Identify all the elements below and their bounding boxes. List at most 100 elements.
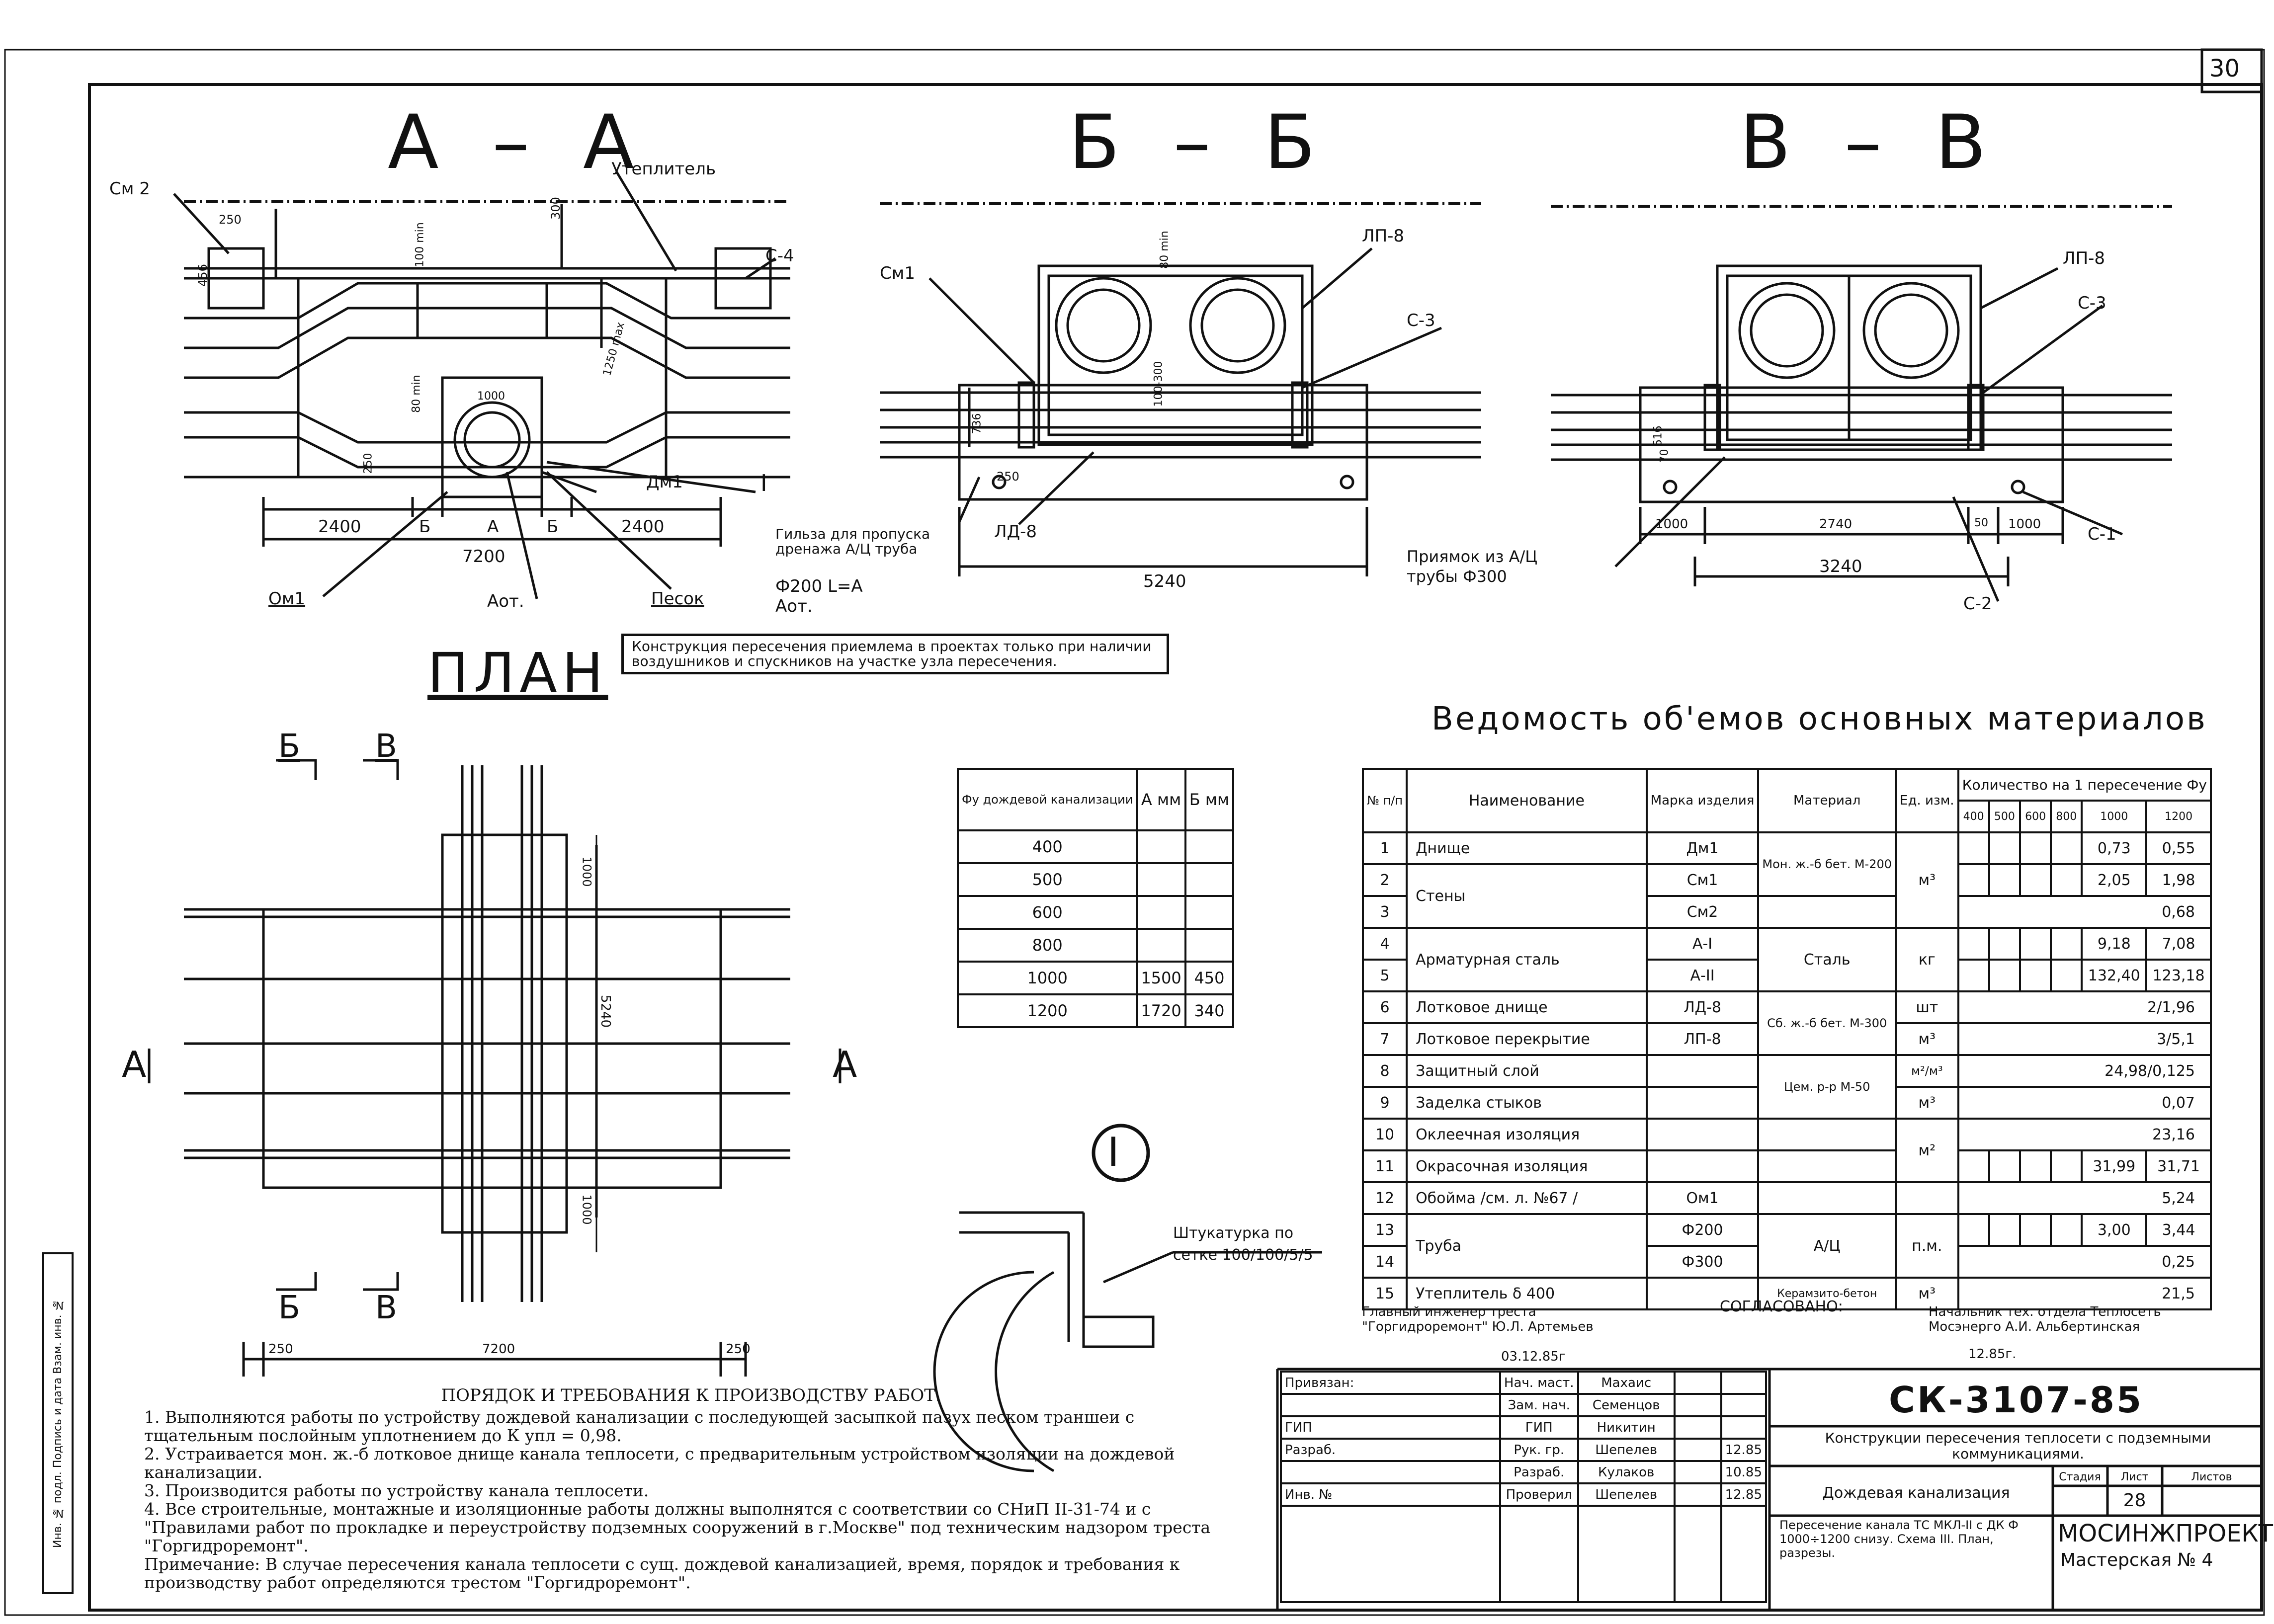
aa-dim-250-vert: 250	[362, 453, 375, 474]
vv-dim-1000b: 1000	[2008, 517, 2041, 532]
plan-cut-b-top: Б	[278, 728, 300, 765]
table-row: 800	[956, 928, 1235, 963]
table-row: 11 Окрасочная изоляция 31,99 31,71	[1361, 1149, 2212, 1183]
aa-c4-label: С-4	[765, 246, 794, 266]
table-row: 2 Стены См1 2,05 1,98	[1361, 863, 2212, 929]
sheet-description: Пересечение канала ТС МКЛ-II с ДК Ф 1000…	[1779, 1518, 2019, 1560]
table-row: 600	[956, 895, 1235, 930]
aa-dim-right: 2400	[621, 517, 665, 537]
table-row: 5 А-II 132,40 123,18	[1361, 959, 2212, 992]
plan-cut-v-top: В	[375, 728, 397, 765]
detail-i-geometry	[933, 1124, 1322, 1472]
section-aa-title: А – А	[388, 99, 649, 186]
aa-dim-250: 250	[219, 213, 242, 227]
section-aa-geometry	[173, 170, 790, 599]
plan-dim-1000-bottom: 1000	[580, 1194, 594, 1225]
aa-sm2-label: См 2	[109, 179, 150, 199]
bb-ld8-label: ЛД-8	[994, 522, 1037, 542]
aa-sleeve-note: Гильза для пропуска дренажа А/Ц труба	[775, 526, 930, 557]
aa-insulation-label: Утеплитель	[611, 159, 716, 179]
vv-c1-label: С-1	[2088, 524, 2116, 544]
plan-cut-v-bottom: В	[375, 1290, 397, 1326]
stamp-gip: ГИП	[1280, 1415, 1501, 1440]
bb-dim-250: 250	[997, 470, 1019, 484]
list-header: Лист	[2120, 1471, 2149, 1483]
vv-dim-total: 3240	[1819, 557, 1862, 576]
aa-om1-label: Ом1	[268, 589, 306, 609]
aa-mark-i-label: I	[760, 470, 767, 496]
aa-dm1-label: Дм1	[646, 472, 683, 492]
approval-left-date: 03.12.85г	[1501, 1349, 1566, 1364]
plan-dim-5240: 5240	[598, 994, 613, 1028]
section-bb-title: Б – Б	[1069, 99, 1331, 186]
bb-dim-100: 100-300	[1152, 361, 1165, 407]
plan-dim-250a: 250	[268, 1342, 293, 1357]
vv-c2-label: С-2	[1963, 594, 1992, 614]
materials-header-d1200: 1200	[2145, 800, 2212, 833]
sheet-list-number: 28	[2123, 1490, 2146, 1511]
approval-right: Начальник тех. отдела Теплосеть Мосэнерг…	[1929, 1304, 2161, 1334]
materials-header-name: Наименование	[1406, 768, 1648, 833]
drawing-subject: Дождевая канализация	[1822, 1484, 2010, 1502]
materials-header-material: Материал	[1757, 768, 1897, 833]
section-vv-title: В – В	[1740, 99, 2002, 186]
aa-dim-1000: 1000	[477, 390, 505, 403]
plan-title: ПЛАН	[427, 641, 608, 705]
applicability-note: Конструкция пересечения приемлема в прое…	[621, 634, 1169, 674]
plan-dim-7200: 7200	[482, 1342, 515, 1357]
approval-agreed: СОГЛАСОВАНО:	[1720, 1298, 1843, 1315]
bb-dim-total: 5240	[1143, 571, 1186, 591]
table-row: 12 Обойма /см. л. №67 / Ом1 5,24	[1361, 1181, 2212, 1215]
bb-dim-80: 80 min	[1158, 231, 1171, 269]
approval-sidebar: Инв. № подл. Подпись и дата Взам. инв. №	[42, 1252, 74, 1594]
aa-dim-456: 456	[195, 264, 210, 287]
vv-dim-2740: 2740	[1819, 517, 1853, 532]
dimension-table-header-a: А мм	[1136, 768, 1186, 831]
stamp-inv: Инв. №	[1280, 1482, 1501, 1507]
work-notes-remark: Примечание: В случае пересечения канала …	[144, 1554, 1180, 1592]
table-row: 400	[956, 829, 1235, 864]
stamp-lines	[1276, 1368, 2262, 1610]
table-row: 500	[956, 862, 1235, 897]
materials-header-d1000: 1000	[2081, 800, 2148, 833]
materials-header-n: № п/п	[1361, 768, 1408, 833]
plan-dim-250b: 250	[726, 1342, 751, 1357]
plan-cut-b-bottom: Б	[278, 1290, 300, 1326]
aa-dim-b2: Б	[547, 517, 559, 537]
vv-pit-note: Приямок из А/Ц трубы Ф300	[1407, 547, 1538, 586]
materials-header-unit: Ед. изм.	[1895, 768, 1959, 833]
stage-header: Стадия	[2059, 1471, 2101, 1483]
work-notes: ПОРЯДОК И ТРЕБОВАНИЯ К ПРОИЗВОДСТВУ РАБО…	[144, 1386, 1238, 1592]
table-row: 13 Труба Ф200 А/Ц п.м. 3,00 3,44	[1361, 1213, 2212, 1279]
drawing-title: Конструкции пересечения теплосети с подз…	[1825, 1430, 2211, 1462]
aa-aot-label: Аот.	[487, 591, 524, 611]
detail-i-marker: I	[1107, 1129, 1119, 1175]
table-row: 9 Заделка стыков м³ 0,07	[1361, 1086, 2212, 1120]
bb-sm1-label: См1	[880, 263, 916, 283]
plan-dim-1000-top: 1000	[580, 856, 594, 887]
aa-dim-a: А	[487, 517, 499, 537]
table-row: 7 Лотковое перекрытие ЛП-8 м³ 3/5,1	[1361, 1022, 2212, 1056]
dimension-table: Фу дождевой канализации А мм Б мм 400 50…	[956, 768, 1235, 1028]
stamp-table: Привязан: Нач. маст. Махаис Зам. нач. Се…	[1280, 1371, 1768, 1603]
section-bb-geometry	[880, 202, 1481, 576]
stamp-razrab: Разраб.	[1280, 1438, 1501, 1462]
work-note-3: 3. Производится работы по устройству кан…	[144, 1481, 649, 1500]
bb-lp8-label: ЛП-8	[1362, 226, 1405, 246]
plan-cut-a-right: А	[833, 1044, 857, 1085]
materials-header-d500: 500	[1988, 800, 2021, 833]
aa-dim-300: 300	[548, 197, 563, 220]
detail-i-plaster-note: Штукатурка по сетке 100/100/5/5	[1173, 1224, 1313, 1264]
aa-dim-left: 2400	[318, 517, 361, 537]
approval-left: Главный инженер треста "Горгидроремонт" …	[1362, 1304, 1594, 1334]
plan-cut-a-left: А	[122, 1044, 147, 1085]
materials-header-d800: 800	[2050, 800, 2083, 833]
table-row: 10 Оклеечная изоляция м² 23,16	[1361, 1118, 2212, 1183]
aa-dim-80min: 80 min	[410, 375, 423, 413]
dimension-table-header-b: Б мм	[1184, 768, 1235, 831]
table-row: 3 См2 0,68	[1361, 895, 2212, 929]
dimension-table-header-d: Фу дождевой канализации	[956, 768, 1138, 831]
